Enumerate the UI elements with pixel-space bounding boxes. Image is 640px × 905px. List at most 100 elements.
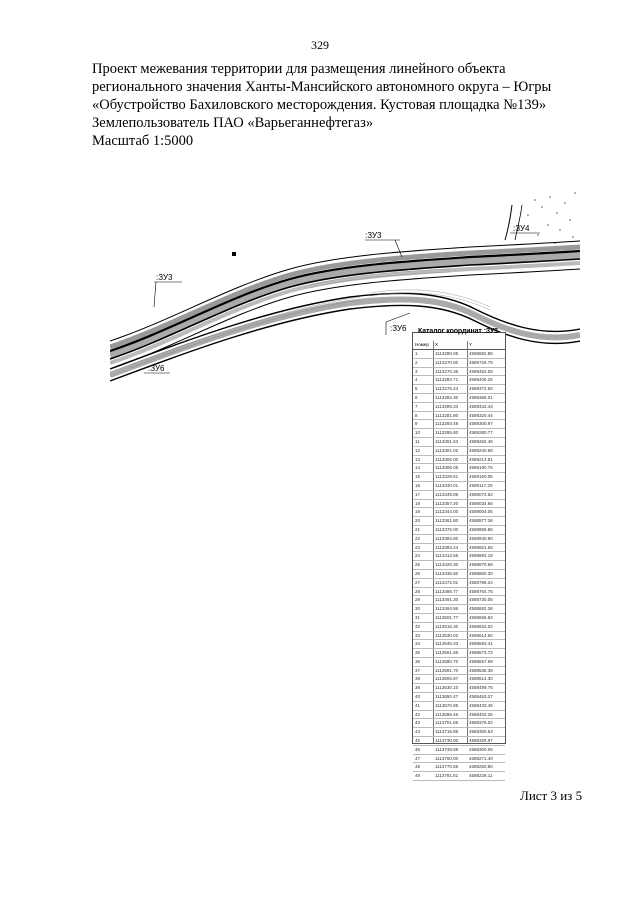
row-x: 1113491.30 bbox=[435, 597, 459, 603]
row-y: 4588632.02 bbox=[469, 623, 493, 629]
row-y: 4589452.09 bbox=[469, 368, 493, 374]
row-x: 1113393.24 bbox=[435, 544, 459, 550]
row-y: 4588271.40 bbox=[469, 755, 493, 761]
row-x: 1113688.46 bbox=[435, 711, 459, 717]
row-number: 30 bbox=[415, 606, 421, 612]
row-x: 1113361.80 bbox=[435, 518, 459, 524]
row-number: 25 bbox=[415, 562, 421, 568]
row-number: 11 bbox=[415, 438, 420, 444]
row-x: 1113301.02 bbox=[435, 447, 459, 453]
row-x: 1113289.33 bbox=[435, 403, 459, 409]
row-y: 4589150.06 bbox=[469, 474, 493, 480]
row-y: 4588656.62 bbox=[469, 614, 493, 620]
row-y: 4589368.01 bbox=[469, 394, 493, 400]
col-num-header: Номер bbox=[415, 342, 429, 347]
header-line: регионального значения Ханты-Мансийского… bbox=[92, 79, 552, 95]
row-y: 4588250.80 bbox=[469, 764, 493, 770]
row-number: 22 bbox=[415, 535, 421, 541]
row-x: 1113293.48 bbox=[435, 421, 459, 427]
header-line: Проект межевания территории для размещен… bbox=[92, 61, 506, 77]
row-y: 4588489.75 bbox=[469, 685, 493, 691]
row-x: 1113384.80 bbox=[435, 535, 459, 541]
row-y: 4588350.63 bbox=[469, 729, 493, 735]
row-y: 4588921.65 bbox=[469, 544, 493, 550]
table-row: 23 1113393.24 4588921.65 bbox=[413, 544, 505, 553]
row-number: 46 bbox=[415, 746, 421, 752]
row-y: 4588796.24 bbox=[469, 579, 493, 585]
row-y: 4588433.45 bbox=[469, 702, 493, 708]
row-y: 4589117.20 bbox=[469, 482, 493, 488]
row-y: 4588463.27 bbox=[469, 694, 493, 700]
row-number: 21 bbox=[415, 526, 421, 532]
row-number: 3 bbox=[415, 368, 418, 374]
row-x: 1113340.01 bbox=[435, 482, 459, 488]
leader-line bbox=[153, 281, 157, 308]
row-x: 1113546.33 bbox=[435, 641, 459, 647]
row-number: 2 bbox=[415, 359, 418, 365]
page-number: 329 bbox=[311, 38, 329, 52]
row-number: 5 bbox=[415, 386, 418, 392]
row-y: 4589342.43 bbox=[469, 403, 493, 409]
row-x: 1113701.85 bbox=[435, 720, 459, 726]
row-x: 1113276.44 bbox=[435, 386, 459, 392]
row-x: 1113781.51 bbox=[435, 773, 459, 779]
row-y: 4589034.66 bbox=[469, 500, 493, 506]
table-row: 6 1113282.30 4589368.01 bbox=[413, 394, 505, 403]
vegetation-patch bbox=[527, 192, 576, 250]
row-number: 41 bbox=[415, 702, 421, 708]
row-x: 1113280.05 bbox=[435, 351, 459, 356]
row-number: 32 bbox=[415, 623, 421, 629]
row-x: 1113344.00 bbox=[435, 509, 459, 515]
row-x: 1113305.00 bbox=[435, 456, 459, 462]
row-y: 4588325.97 bbox=[469, 738, 493, 744]
row-y: 4589280.77 bbox=[469, 430, 493, 436]
row-number: 17 bbox=[415, 491, 421, 497]
row-number: 24 bbox=[415, 553, 421, 559]
row-x: 1113282.30 bbox=[435, 394, 459, 400]
row-number: 42 bbox=[415, 711, 421, 717]
scale-line: Масштаб 1:5000 bbox=[92, 133, 194, 149]
row-x: 1113530.02 bbox=[435, 632, 459, 638]
row-y: 4589726.79 bbox=[469, 359, 493, 365]
row-number: 6 bbox=[415, 394, 418, 400]
row-number: 23 bbox=[415, 544, 421, 550]
row-y: 4588536.38 bbox=[469, 667, 493, 673]
row-number: 8 bbox=[415, 412, 418, 418]
row-number: 37 bbox=[415, 667, 421, 673]
row-x: 1113748.99 bbox=[435, 746, 459, 752]
row-number: 15 bbox=[415, 474, 421, 480]
row-x: 1113301.63 bbox=[435, 438, 459, 444]
document-header: Проект межевания территории для размещен… bbox=[92, 60, 612, 150]
row-y: 4589882.85 bbox=[469, 351, 493, 356]
row-y: 4589004.06 bbox=[469, 509, 493, 515]
row-x: 1113270.00 bbox=[435, 359, 459, 365]
map-label-zu6: :ЗУ6 bbox=[390, 324, 407, 333]
row-x: 1113730.00 bbox=[435, 738, 459, 744]
row-x: 1113357.20 bbox=[435, 500, 459, 506]
row-y: 4589190.76 bbox=[469, 465, 493, 471]
row-number: 43 bbox=[415, 720, 421, 726]
map-marker bbox=[232, 252, 236, 256]
row-number: 4 bbox=[415, 377, 418, 383]
row-y: 4589240.68 bbox=[469, 447, 493, 453]
